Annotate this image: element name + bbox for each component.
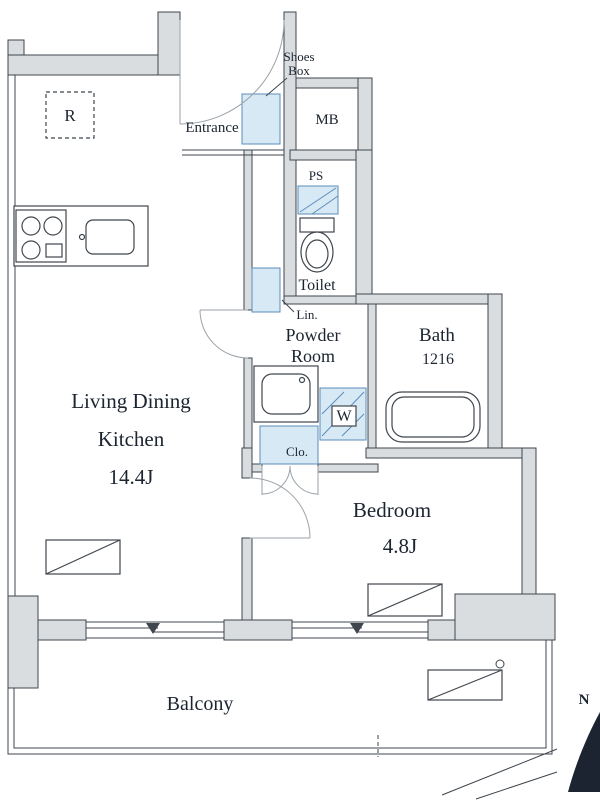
bedroom-label: Bedroom: [353, 498, 431, 522]
stove-icon: [15, 209, 67, 263]
vanity-faucet: [298, 376, 306, 384]
balcony-drain-circle: [495, 659, 505, 669]
fixtures: [13, 91, 503, 701]
room-labels: R Entrance Shoes Box MB PS Toilet Lin. P…: [64, 49, 455, 715]
shoes-box-label-2: Box: [288, 63, 310, 78]
wall-ldk-bedroom-divider-upper: [241, 447, 253, 479]
stove-grill: [45, 243, 63, 258]
wall-bath-top: [355, 293, 503, 305]
bedroom-slider-triangle: [350, 623, 364, 634]
toilet-label: Toilet: [298, 277, 336, 294]
sliding-doors: [86, 621, 428, 639]
blue-fixtures: [65, 93, 367, 465]
closet-door-left-arc: [261, 465, 291, 495]
wall-bottom-band-mid: [223, 619, 293, 641]
leader-lines: [265, 77, 295, 313]
wall-bottom-right-chunk: [454, 593, 556, 641]
stove-burner-2: [43, 216, 63, 236]
washer-label-box: [331, 405, 357, 427]
compass: N: [568, 692, 600, 792]
ldk-slider-triangle: [146, 623, 160, 634]
window-box-bedroom: [367, 583, 443, 617]
refrigerator-space: [45, 91, 95, 139]
door-swings: [179, 19, 319, 539]
meter-box-label: MB: [315, 112, 338, 128]
shoes-box: [241, 93, 281, 145]
wall-bedroom-top-left-stub: [251, 463, 263, 473]
balcony-label: Balcony: [167, 693, 234, 715]
wall-ldk-bedroom-divider-lower: [241, 537, 253, 623]
window-box-ldk: [45, 539, 121, 575]
shoes-box-leader: [265, 77, 288, 97]
wall-hall-left: [243, 149, 253, 311]
stove-burner-3: [21, 240, 41, 260]
linen-label: Lin.: [296, 307, 317, 322]
wall-mb-right: [357, 77, 373, 163]
entrance-label: Entrance: [185, 120, 239, 136]
linen-leader: [281, 299, 295, 313]
toilet-icon: [299, 217, 335, 273]
bath-label: Bath: [419, 325, 455, 346]
kitchen-sink-icon: [78, 219, 135, 255]
balcony-rail-inner: [13, 640, 547, 749]
left-window-wall: [7, 74, 16, 597]
powder-door-arc: [199, 309, 249, 359]
toilet-seat: [305, 239, 329, 269]
powder-room-label-1: Powder: [286, 325, 341, 345]
bath-size-label: 1216: [422, 351, 454, 368]
ldk-size-label: 14.4J: [109, 465, 154, 489]
wall-bedroom-right: [521, 447, 537, 595]
bedroom-size-label: 4.8J: [383, 534, 417, 558]
compass-needle: [568, 712, 600, 792]
wall-powder-left-lower: [243, 357, 253, 451]
linen-box: [251, 267, 281, 313]
vanity-basin: [261, 373, 311, 415]
compass-north-label: N: [579, 692, 590, 708]
ground-slant-line-1: [441, 748, 558, 796]
bedroom-door-arc: [249, 477, 311, 539]
stove-burner-1: [21, 216, 41, 236]
walls: [7, 11, 556, 689]
washer-label: W: [336, 408, 352, 425]
wall-bath-bottom: [365, 447, 537, 459]
washer-pan: [319, 387, 367, 441]
wall-bath-right: [487, 293, 503, 459]
toilet-cistern: [299, 217, 335, 233]
ps-hatch-1: [299, 187, 337, 213]
ldk-label-2: Kitchen: [98, 427, 165, 451]
bathtub-icon: [385, 391, 481, 443]
closet-label: Clo.: [286, 444, 308, 459]
outdoor-unit-balcony: [427, 669, 503, 701]
wall-bottom-band-right: [427, 619, 456, 641]
window-box-ldk-diagonal: [45, 539, 121, 575]
balcony-rail-outer: [7, 640, 553, 755]
closet-door-right-arc: [289, 465, 319, 495]
bathtub-inner: [391, 396, 475, 438]
closet-box: [259, 425, 319, 465]
sink-faucet: [78, 233, 86, 241]
slider-markers: [146, 623, 364, 634]
powder-room-label-2: Room: [291, 346, 335, 366]
washer-hatch-2: [321, 391, 345, 415]
outdoor-unit-diagonal: [427, 669, 503, 701]
wall-bottom-left-chunk: [7, 595, 39, 689]
wall-entrance-left-pillar: [157, 11, 181, 76]
vanity-icon: [253, 365, 319, 423]
wall-powder-bath-divider: [367, 303, 377, 449]
ps-hatch-2: [311, 195, 339, 215]
wall-toilet-right: [355, 149, 373, 305]
refrigerator-label: R: [64, 106, 76, 125]
pipe-space-label: PS: [309, 168, 323, 183]
shoes-box-label-1: Shoes: [283, 49, 314, 64]
sink-basin: [85, 219, 135, 255]
ldk-label-1: Living Dining: [71, 389, 191, 413]
wall-bedroom-top-right: [317, 463, 379, 473]
wall-top-band: [7, 54, 159, 76]
wall-bottom-band-left: [37, 619, 87, 641]
ground-slant-line-2: [475, 771, 558, 800]
thin-lines: [7, 74, 558, 800]
entrance-door-arc: [179, 19, 285, 125]
window-box-bedroom-diagonal: [367, 583, 443, 617]
